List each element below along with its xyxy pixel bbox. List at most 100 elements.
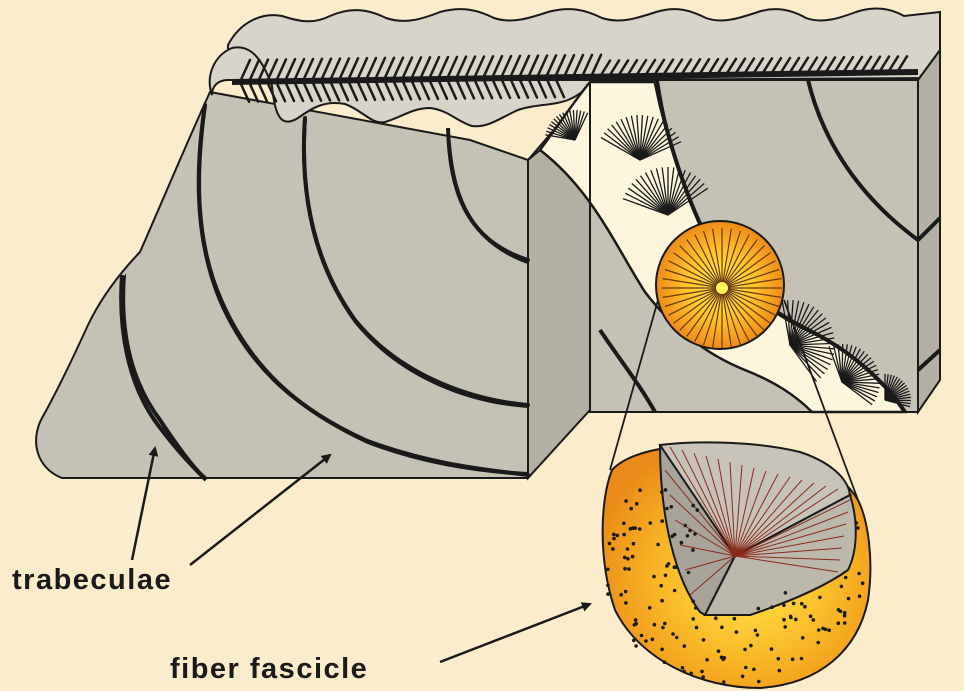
fascicle-dot: [735, 630, 739, 634]
left-block-front-face: [36, 92, 528, 478]
fascicle-dot: [794, 618, 798, 622]
fascicle-dot: [720, 626, 724, 630]
fascicle-dot: [744, 666, 748, 670]
fascicle-dot: [857, 572, 861, 576]
fascicle-dot: [673, 533, 677, 537]
fascicle-dot: [606, 584, 610, 588]
fascicle-dot: [783, 625, 787, 629]
fascicle-dot: [801, 636, 805, 640]
fascicle-dot: [626, 557, 630, 561]
fascicle-dot: [663, 622, 667, 626]
fascicle-dot: [777, 657, 781, 661]
fascicle-dot: [843, 611, 847, 615]
fascicle-dot: [693, 532, 697, 536]
fascicle-dot: [653, 623, 657, 627]
fascicle-dot: [671, 632, 675, 636]
fascicle-dot: [660, 599, 664, 603]
fascicle-dot: [691, 600, 695, 604]
fascicle-dot: [847, 597, 851, 601]
fiber-fascicle-enlarged: [603, 442, 871, 688]
fascicle-dot: [656, 543, 660, 547]
fascicle-dot: [683, 644, 687, 648]
fascicle-dot: [784, 591, 788, 595]
fascicle-dot: [705, 658, 709, 662]
small-fascicle: [656, 221, 784, 349]
fascicle-dot: [722, 680, 726, 684]
fascicle-dot: [694, 606, 698, 610]
fascicle-dot: [757, 680, 761, 684]
fascicle-dot: [770, 647, 774, 651]
fascicle-dot: [612, 537, 616, 541]
fascicle-dot: [691, 504, 695, 508]
fascicle-dot: [749, 644, 753, 648]
left-block: [36, 88, 590, 480]
fascicle-dot: [627, 567, 631, 571]
fascicle-dot: [756, 633, 760, 637]
fascicle-dot: [606, 568, 610, 572]
fascicle-dot: [644, 639, 648, 643]
fascicle-dot: [634, 618, 638, 622]
fascicle-dot: [652, 575, 656, 579]
fascicle-dot: [827, 628, 831, 632]
fascicle-dot: [670, 505, 674, 509]
fascicle-dot: [675, 636, 679, 640]
fascicle-dot: [622, 522, 626, 526]
fascicle-dot: [664, 574, 668, 578]
fascicle-dot: [701, 675, 705, 679]
fascicle-dot: [659, 584, 663, 588]
fascicle-dot: [856, 526, 860, 530]
fascicle-dot: [689, 672, 693, 676]
fascicle-dot: [622, 533, 626, 537]
label-arrows: [132, 448, 590, 662]
fascicle-dot: [723, 656, 727, 660]
fascicle-dot: [626, 547, 630, 551]
fascicle-dot: [818, 596, 822, 600]
fascicle-dot: [754, 629, 758, 633]
fiber-stroke: [258, 82, 267, 102]
fascicle-dot: [632, 542, 636, 546]
fascicle-dot: [792, 602, 796, 606]
fascicle-dot: [665, 564, 669, 568]
fascicle-dot: [624, 499, 628, 503]
arrow-icon: [440, 604, 590, 662]
fascicle-dot: [634, 622, 638, 626]
fascicle-dot: [660, 648, 664, 652]
fascicle-dot: [743, 648, 747, 652]
fascicle-dot: [803, 605, 807, 609]
fascicle-dot: [629, 507, 633, 511]
fascicle-dot: [634, 644, 638, 648]
fascicle-dot: [837, 608, 841, 612]
fascicle-dot: [623, 567, 627, 571]
trabeculae-label: trabeculae: [12, 566, 172, 595]
fascicle-dot: [648, 606, 652, 610]
fascicle-dot: [855, 521, 859, 525]
fascicle-dot: [680, 541, 684, 545]
fascicle-dot: [686, 534, 690, 538]
fascicle-dot: [616, 534, 620, 538]
fascicle-dot: [770, 605, 774, 609]
fascicle-dot: [816, 641, 820, 645]
fiber-fascicle-label: fiber fascicle: [170, 655, 368, 684]
fascicle-dot: [691, 617, 695, 621]
fascicle-dot: [824, 628, 828, 632]
fascicle-dot: [612, 533, 616, 537]
fascicle-dot: [717, 649, 721, 653]
fascicle-dot: [789, 615, 793, 619]
fascicle-dot: [843, 614, 847, 618]
fascicle-dot: [714, 616, 718, 620]
fascicle-dot: [624, 601, 628, 605]
fascicle-dot: [651, 638, 655, 642]
fascicle-dot: [660, 519, 664, 523]
fascicle-dot: [809, 615, 813, 619]
fascicle-dot: [624, 590, 628, 594]
fascicle-dot: [681, 666, 685, 670]
fascicle-dot: [629, 527, 633, 531]
fascicle-dot: [695, 626, 699, 630]
fascicle-dot: [688, 529, 692, 533]
fascicle-dot: [684, 524, 688, 528]
fascicle-dot: [778, 669, 782, 673]
fascicle-dot: [640, 634, 644, 638]
fascicle-dot: [782, 618, 786, 622]
fascicle-dot: [664, 488, 668, 492]
fascicle-dot: [663, 660, 667, 664]
